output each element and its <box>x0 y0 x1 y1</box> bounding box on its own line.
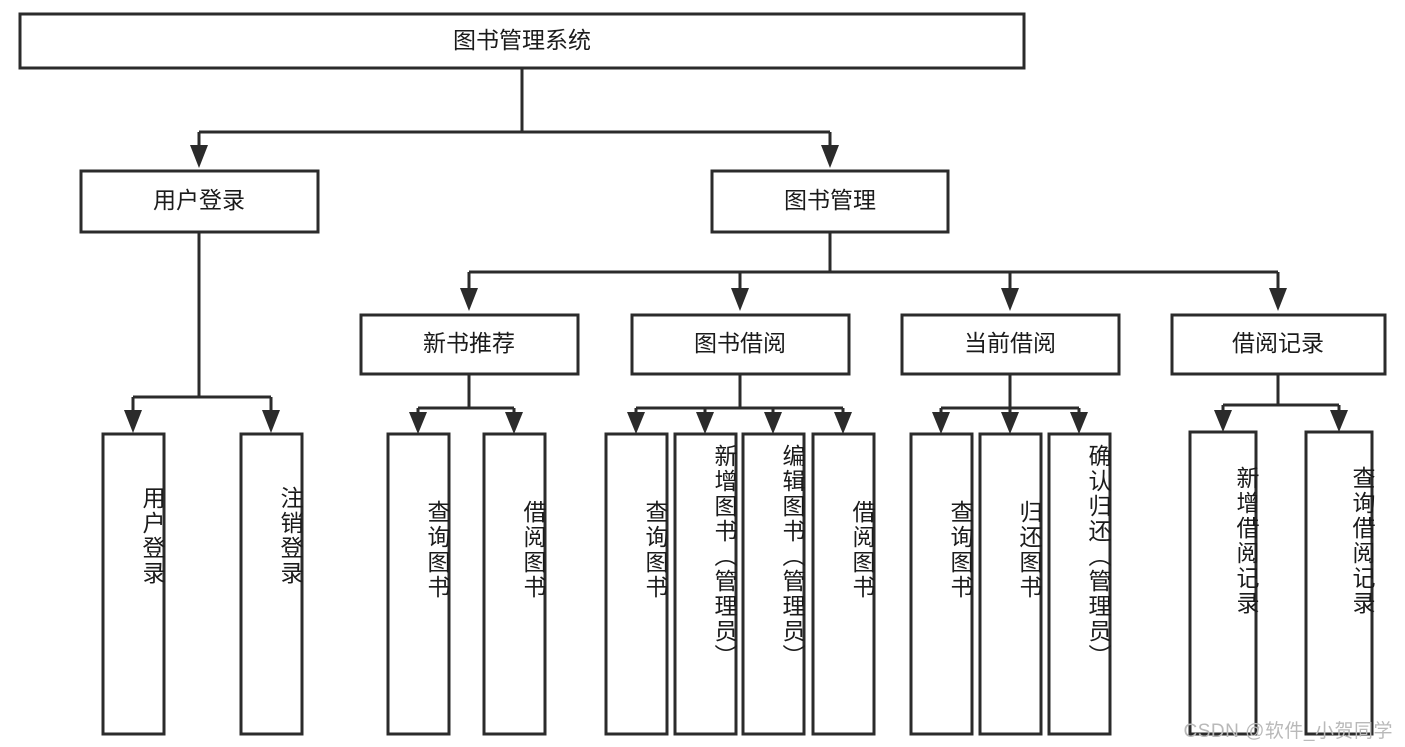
node-book-manage-box[interactable] <box>710 169 950 234</box>
node-user-login-label: 用户登录 <box>153 187 245 213</box>
node-current-borrow-label: 当前借阅 <box>964 330 1056 356</box>
node-root-box[interactable] <box>18 12 1026 70</box>
leaf-box-add-book[interactable] <box>673 432 738 736</box>
node-book-borrow-box[interactable] <box>630 313 851 376</box>
node-book-borrow-label: 图书借阅 <box>694 330 786 356</box>
node-current-borrow-box[interactable] <box>900 313 1121 376</box>
arrow-to-new-book <box>460 288 478 311</box>
node-book-manage-label: 图书管理 <box>784 187 876 213</box>
leaf-box-borrow-book-2[interactable] <box>811 432 876 736</box>
node-new-book-label: 新书推荐 <box>423 330 515 356</box>
leaf-box-query-book-3[interactable] <box>909 432 974 736</box>
arrow-to-leaf-borrow-book-2 <box>834 412 852 434</box>
node-borrow-record-label: 借阅记录 <box>1232 330 1324 356</box>
arrow-to-leaf-logout <box>262 410 280 433</box>
node-root-label: 图书管理系统 <box>453 27 591 53</box>
arrow-to-book-manage <box>821 145 839 168</box>
arrow-to-leaf-user-login <box>124 410 142 433</box>
node-borrow-record-box[interactable] <box>1170 313 1387 376</box>
arrow-to-leaf-add-book <box>696 412 714 434</box>
leaf-box-logout[interactable] <box>239 432 304 736</box>
leaf-box-add-record[interactable] <box>1188 430 1258 736</box>
csdn-watermark: CSDN @软件_小贺同学 <box>1183 721 1393 742</box>
leaf-box-confirm-return[interactable] <box>1047 432 1112 736</box>
arrow-to-leaf-query-book-3 <box>932 412 950 434</box>
arrow-to-user-login <box>190 145 208 168</box>
leaf-box-query-book-2[interactable] <box>604 432 669 736</box>
arrow-to-current-borrow <box>1001 288 1019 311</box>
arrow-to-leaf-edit-book <box>764 412 782 434</box>
arrow-to-leaf-query-book-1 <box>409 412 427 434</box>
arrow-to-leaf-add-record <box>1214 410 1232 432</box>
leaf-box-query-record[interactable] <box>1304 430 1374 736</box>
node-new-book-box[interactable] <box>359 313 580 376</box>
arrow-to-leaf-return-book <box>1001 412 1019 434</box>
leaf-box-query-book-1[interactable] <box>386 432 451 736</box>
arrow-to-leaf-borrow-book-1 <box>505 412 523 434</box>
arrow-to-leaf-query-book-2 <box>627 412 645 434</box>
leaf-box-edit-book[interactable] <box>741 432 806 736</box>
arrow-to-book-borrow <box>731 288 749 311</box>
arrow-to-leaf-query-record <box>1330 410 1348 432</box>
leaf-box-user-login[interactable] <box>101 432 166 736</box>
arrow-to-leaf-confirm-return <box>1070 412 1088 434</box>
leaf-box-return-book[interactable] <box>978 432 1043 736</box>
arrow-to-borrow-record <box>1269 288 1287 311</box>
leaf-box-borrow-book-1[interactable] <box>482 432 547 736</box>
